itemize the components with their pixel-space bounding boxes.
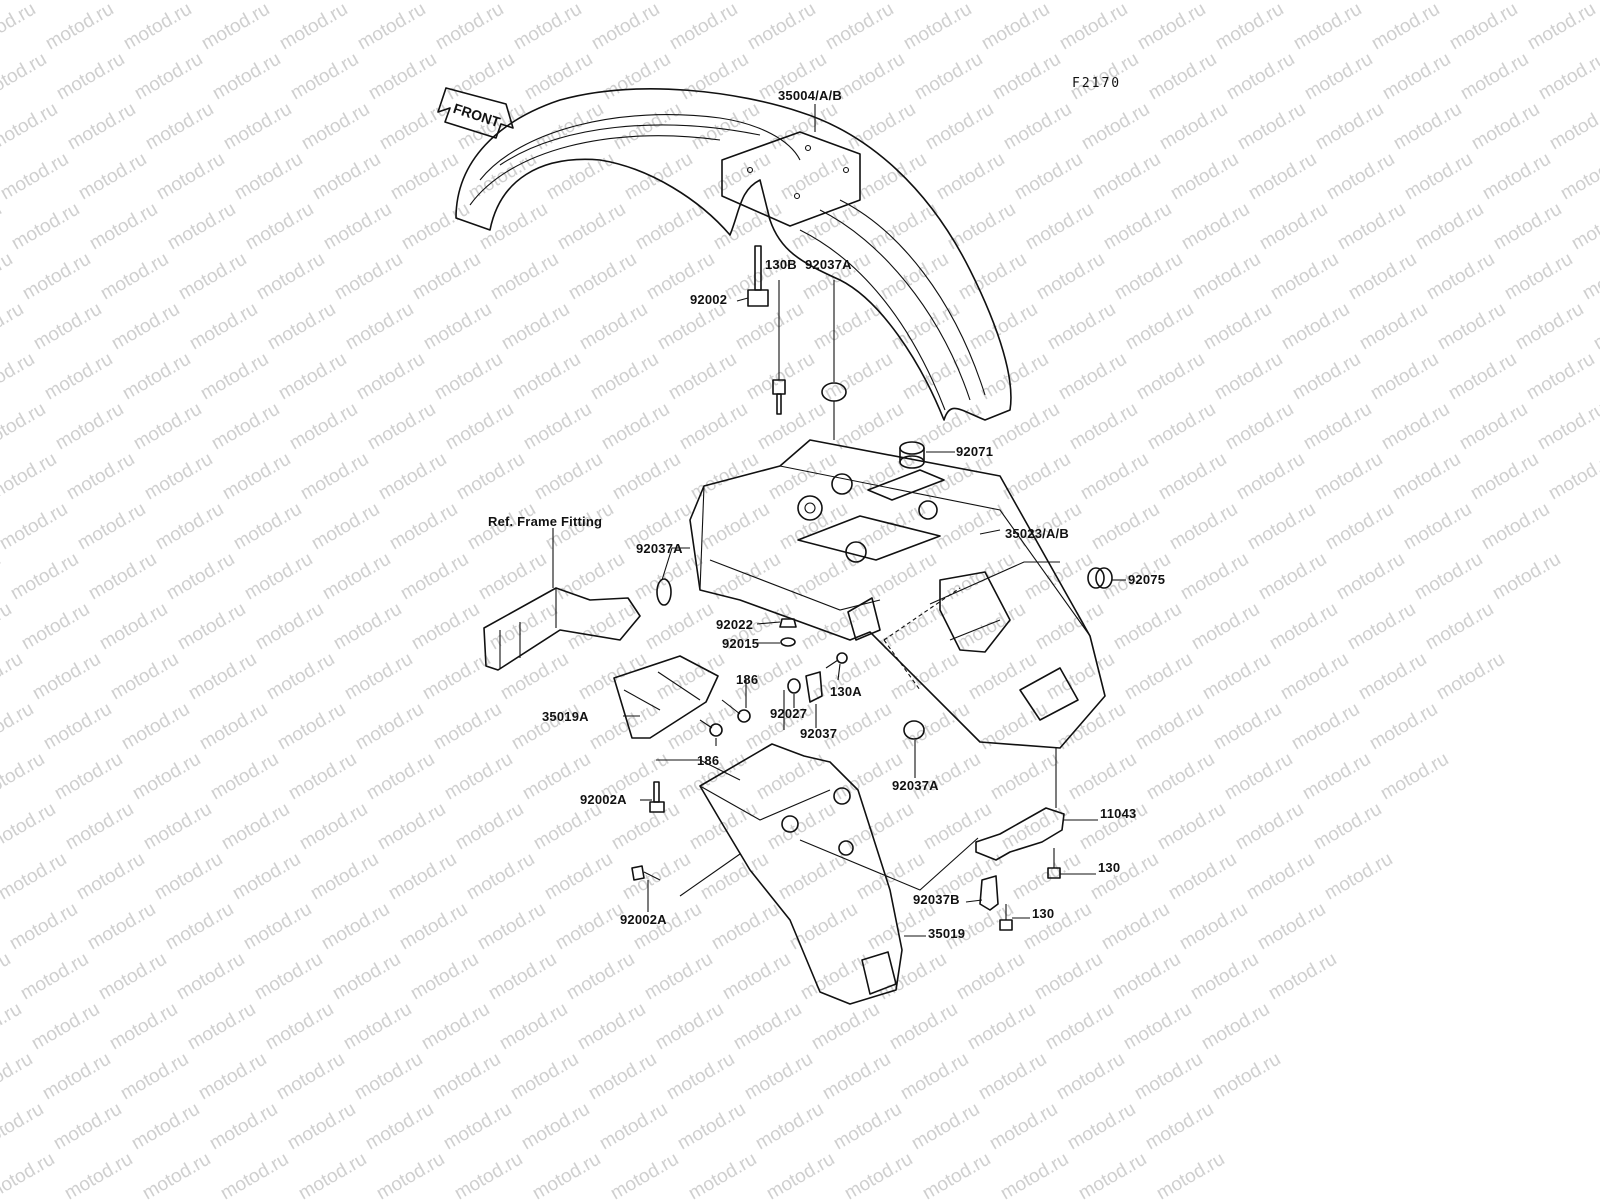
label-92037a-left: 92037A xyxy=(636,541,683,556)
label-92022: 92022 xyxy=(716,617,754,632)
bolt-186-b xyxy=(699,719,723,737)
label-186-b: 186 xyxy=(697,753,720,768)
nut-92022 xyxy=(779,618,797,628)
label-130-b: 130 xyxy=(1032,906,1055,921)
label-92027: 92027 xyxy=(770,706,808,721)
cap-92037a-left xyxy=(656,578,672,606)
clip-92037 xyxy=(805,671,823,703)
label-92071: 92071 xyxy=(956,444,994,459)
bolt-92002a-a xyxy=(649,781,665,813)
bolt-186-a xyxy=(721,699,751,723)
label-92015: 92015 xyxy=(722,636,760,651)
clip-92037b xyxy=(979,875,999,911)
label-92037: 92037 xyxy=(800,726,838,741)
bolt-130-a xyxy=(1047,848,1061,879)
label-130-a: 130 xyxy=(1098,860,1121,875)
nut-92027 xyxy=(787,678,801,694)
label-35019: 35019 xyxy=(928,926,966,941)
bolt-92002 xyxy=(747,245,769,307)
cap-92037a-bottom xyxy=(903,720,925,740)
label-92037a-top: 92037A xyxy=(805,257,852,272)
label-92002a-a: 92002A xyxy=(580,792,627,807)
grommet-92075 xyxy=(1087,567,1113,589)
label-92037a-bottom: 92037A xyxy=(892,778,939,793)
label-35023: 35023/A/B xyxy=(1005,526,1069,541)
frame-fitting-bracket xyxy=(483,587,641,671)
label-11043: 11043 xyxy=(1100,806,1137,821)
bolt-130a xyxy=(825,652,848,669)
leader-lines xyxy=(552,104,1126,937)
bolt-130b xyxy=(772,379,786,415)
front-fender xyxy=(455,88,1012,421)
inner-fender-35019 xyxy=(699,743,903,1005)
grommet-92071 xyxy=(899,441,925,469)
label-35004: 35004/A/B xyxy=(778,88,842,103)
label-92037b: 92037B xyxy=(913,892,960,907)
rear-fender xyxy=(689,439,1106,749)
cap-92037a-top xyxy=(821,382,847,440)
label-130b: 130B xyxy=(765,257,797,272)
bolt-92002a-b xyxy=(631,865,661,881)
label-92002a-b: 92002A xyxy=(620,912,667,927)
figure-code: F2170 xyxy=(1072,76,1122,91)
label-ref-frame-fitting: Ref. Frame Fitting xyxy=(488,514,603,529)
mud-flap-35019a xyxy=(613,655,719,739)
label-92002: 92002 xyxy=(690,292,728,307)
label-92075: 92075 xyxy=(1128,572,1166,587)
label-130a: 130A xyxy=(830,684,862,699)
label-35019a: 35019A xyxy=(542,709,589,724)
washer-92015 xyxy=(780,637,796,647)
bracket-11043 xyxy=(975,807,1065,861)
bolt-130-b xyxy=(999,904,1013,931)
label-186-a: 186 xyxy=(736,672,759,687)
